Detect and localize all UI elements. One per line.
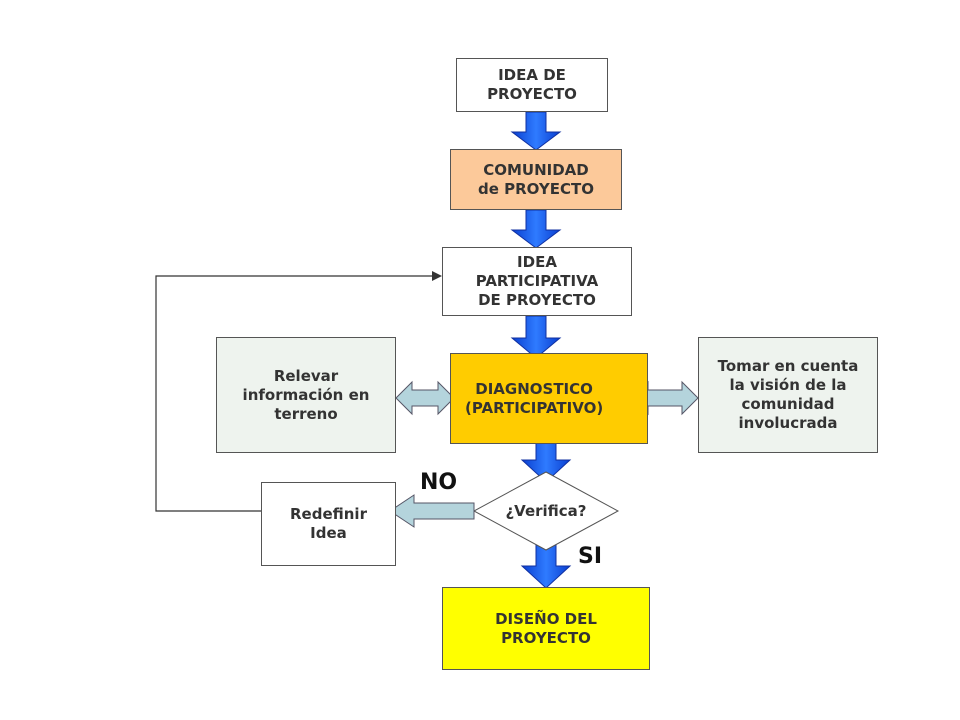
tomar-box: Tomar en cuenta la visión de la comunida…	[698, 337, 878, 453]
idea-proyecto-box: IDEA DE PROYECTO	[456, 58, 608, 112]
idea-participativa-box: IDEA PARTICIPATIVA DE PROYECTO	[442, 247, 632, 316]
feedback-arrowhead	[432, 271, 442, 281]
si-label: SI	[578, 544, 603, 569]
comunidad-box: COMUNIDAD de PROYECTO	[450, 149, 622, 210]
no-label: NO	[420, 470, 458, 495]
verifica-text: ¿Verifica?	[505, 501, 587, 520]
redefinir-box: Redefinir Idea	[261, 482, 396, 566]
feedback-line	[155, 275, 432, 512]
relevar-box: Relevar información en terreno	[216, 337, 396, 453]
double-arrow-left	[395, 380, 455, 416]
arrow-down-3	[510, 315, 562, 359]
arrow-down-1	[510, 111, 562, 151]
diagnostico-box: DIAGNOSTICO (PARTICIPATIVO)	[450, 353, 648, 444]
arrow-down-5	[520, 541, 572, 589]
verifica-diamond	[472, 471, 620, 551]
arrow-left-no	[389, 494, 475, 528]
arrow-down-2	[510, 209, 562, 249]
diseno-box: DISEÑO DEL PROYECTO	[442, 587, 650, 670]
